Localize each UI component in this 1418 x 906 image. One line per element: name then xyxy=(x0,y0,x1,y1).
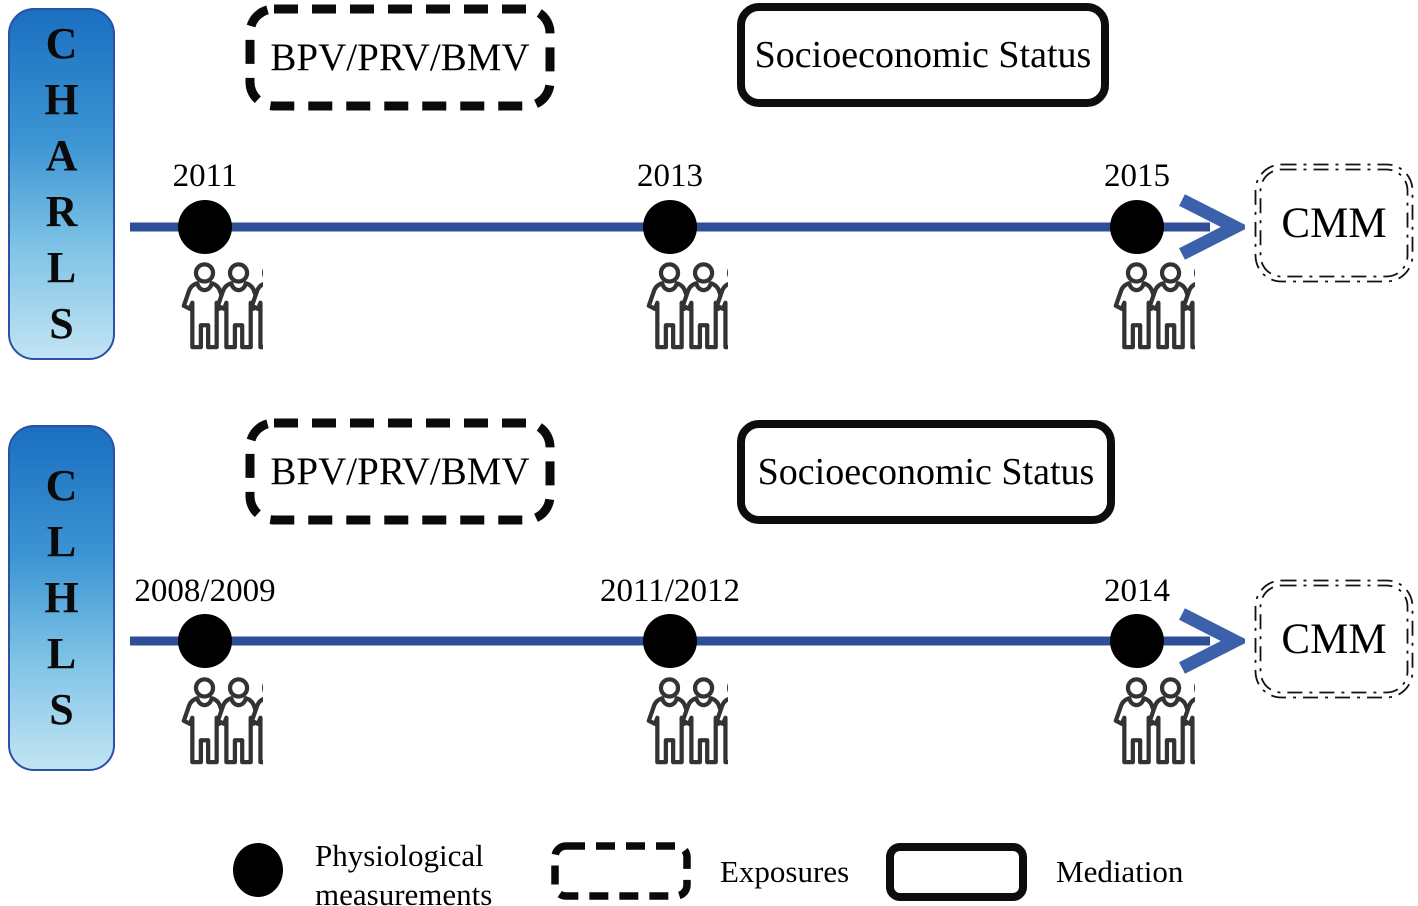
timeline-arrow xyxy=(130,194,1245,260)
timeline-dot xyxy=(643,614,697,668)
dash-dot-border xyxy=(1254,163,1414,283)
timeline-dot xyxy=(1110,614,1164,668)
exposure-label: BPV/PRV/BMV xyxy=(270,450,530,493)
outcome-box: CMM xyxy=(1253,578,1415,700)
legend-mediation-label: Mediation xyxy=(1056,854,1184,889)
people-group-icon xyxy=(1078,677,1195,767)
year-label: 2014 xyxy=(1104,573,1170,609)
people-group-icon xyxy=(611,262,728,352)
dash-dot-border xyxy=(1254,579,1414,699)
mediator-label: Socioeconomic Status xyxy=(757,451,1095,493)
mediator-box: Socioeconomic Status xyxy=(737,3,1109,107)
legend-measurement-label: Physiological measurements xyxy=(315,836,492,906)
legend-measurement-line1: Physiological xyxy=(315,838,484,873)
mediator-box: Socioeconomic Status xyxy=(737,420,1115,524)
people-group-icon xyxy=(146,262,263,352)
outcome-box: CMM xyxy=(1253,162,1415,284)
legend-exposures-label: Exposures xyxy=(720,854,850,889)
outcome-label: CMM xyxy=(1281,615,1387,663)
legend-solid-box-icon xyxy=(886,843,1027,901)
legend-dashed-box-icon xyxy=(551,842,691,900)
dashed-border xyxy=(245,4,555,111)
people-group-icon xyxy=(1078,262,1195,352)
year-label: 2015 xyxy=(1104,158,1170,194)
exposure-box: BPV/PRV/BMV xyxy=(245,418,555,525)
people-group-icon xyxy=(611,677,728,767)
year-label: 2013 xyxy=(637,158,703,194)
timeline-dot xyxy=(178,614,232,668)
legend-measurement-line2: measurements xyxy=(315,877,493,906)
timeline-dot xyxy=(1110,200,1164,254)
timeline-dot xyxy=(178,200,232,254)
timeline-arrow xyxy=(130,608,1245,674)
people-group-icon xyxy=(146,677,263,767)
outcome-label: CMM xyxy=(1281,199,1387,247)
year-label: 2008/2009 xyxy=(134,573,276,609)
timeline-dot xyxy=(643,200,697,254)
exposure-box: BPV/PRV/BMV xyxy=(245,4,555,111)
study-badge-label: CHARLS xyxy=(44,19,79,348)
study-badge-label: CLHLS xyxy=(44,461,79,734)
exposure-label: BPV/PRV/BMV xyxy=(270,36,530,79)
study-badge-charls: CHARLS xyxy=(8,8,115,360)
study-badge-clhls: CLHLS xyxy=(8,425,115,771)
legend-measurement-dot-icon xyxy=(233,843,283,897)
dashed-border xyxy=(245,418,555,525)
year-label: 2011 xyxy=(172,158,238,194)
mediator-label: Socioeconomic Status xyxy=(754,34,1092,76)
year-label: 2011/2012 xyxy=(600,573,740,609)
